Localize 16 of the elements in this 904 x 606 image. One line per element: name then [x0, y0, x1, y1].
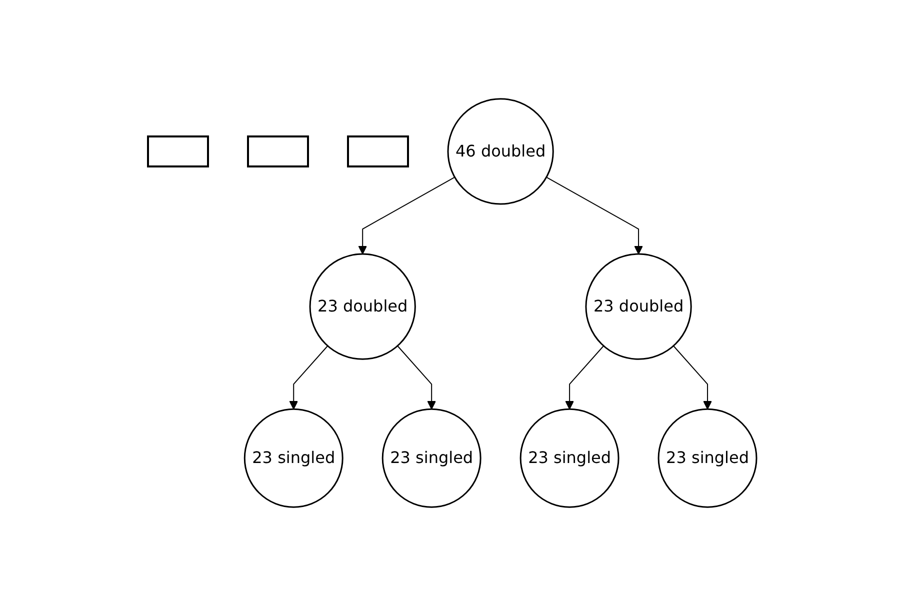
- arrow: [546, 176, 643, 254]
- arrow: [358, 176, 455, 254]
- node-box: [346, 135, 409, 168]
- arrow: [288, 345, 328, 410]
- arrow: [396, 345, 436, 410]
- node-circle: 23 singled: [382, 408, 482, 508]
- node-box: [146, 135, 209, 168]
- node-circle: 23 singled: [244, 408, 344, 508]
- node-circle: 23 doubled: [309, 253, 416, 360]
- arrow: [672, 345, 712, 410]
- node-circle: 23 singled: [520, 408, 620, 508]
- node-circle: 23 doubled: [584, 253, 692, 360]
- arrow: [564, 345, 604, 410]
- node-circle: 46 doubled: [447, 98, 554, 205]
- node-circle: 23 singled: [658, 408, 757, 508]
- node-box: [246, 135, 309, 168]
